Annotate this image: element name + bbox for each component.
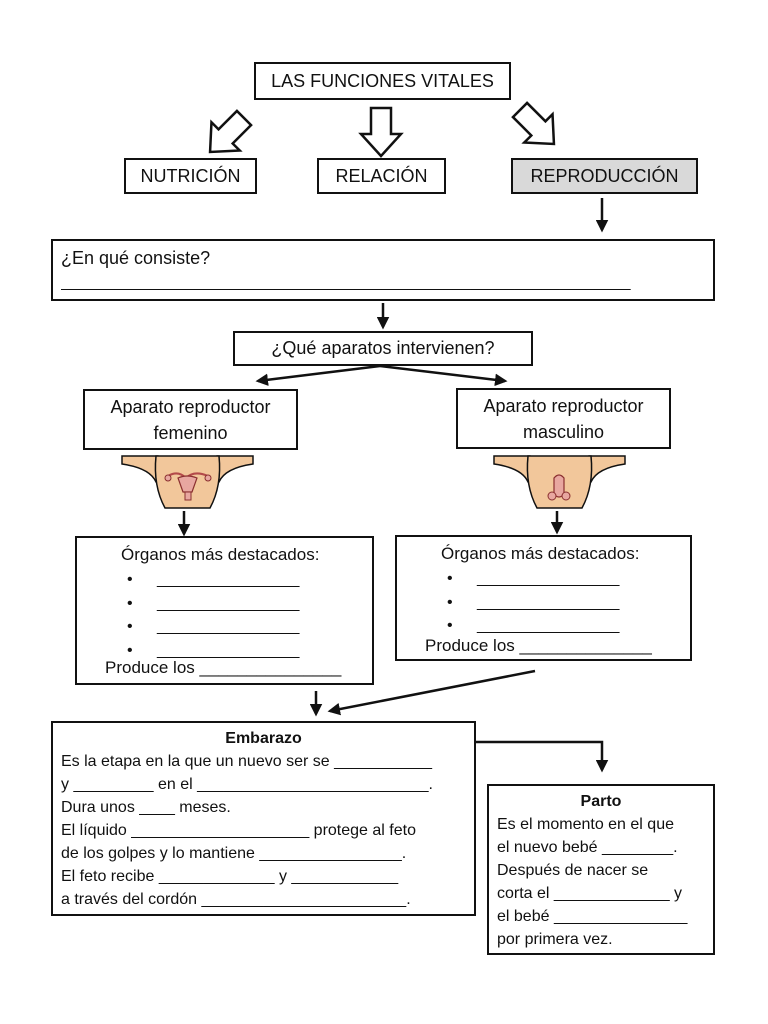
hollow-arrow-left [208,109,253,154]
parto-box: Parto Es el momento en el que el nuevo b… [487,784,715,955]
parto-line: Después de nacer se [497,862,649,879]
femenino-organs-box: Órganos más destacados: ________________… [75,536,374,685]
parto-line: el nuevo bebé ________. [497,839,678,856]
embarazo-line: El líquido ____________________ protege … [61,822,416,839]
function-relacion: RELACIÓN [317,158,446,194]
masculino-organs-list: ________________ ________________ ______… [447,567,619,638]
embarazo-text: Es la etapa en la que un nuevo ser se __… [61,750,433,911]
female-reproductive-system-icon [121,455,254,509]
aparato-femenino-box: Aparato reproductor femenino [83,389,298,450]
femenino-produce: Produce los _______________ [105,658,342,677]
aparato-masculino-box: Aparato reproductor masculino [456,388,671,449]
femenino-organ-blank: ________________ [127,639,299,663]
aparato-masculino-line2: masculino [522,421,605,442]
femenino-organ-blank: ________________ [127,568,299,592]
aparatos-question-box: ¿Qué aparatos intervienen? [233,331,533,366]
embarazo-line: Es la etapa en la que un nuevo ser se __… [61,753,432,770]
masculino-organ-blank: ________________ [447,567,619,591]
aparato-femenino-line2: femenino [153,422,228,443]
embarazo-line: El feto recibe _____________ y _________… [61,868,399,885]
embarazo-box: Embarazo Es la etapa en la que un nuevo … [51,721,476,916]
hollow-arrow-right [511,101,556,146]
embarazo-line: a través del cordón ____________________… [61,891,411,908]
femenino-organs-title: Órganos más destacados: [121,545,320,564]
embarazo-title: Embarazo [225,730,302,747]
consiste-blank: ________________________________________… [61,274,631,291]
embarazo-line: de los golpes y lo mantiene ____________… [61,845,407,862]
function-nutricion-label: NUTRICIÓN [140,165,241,186]
parto-line: el bebé _______________ [497,908,688,925]
aparatos-question-text: ¿Qué aparatos intervienen? [271,338,495,358]
function-nutricion: NUTRICIÓN [124,158,257,194]
parto-title: Parto [580,793,622,810]
parto-line: corta el _____________ y [497,885,683,902]
diagram-title-text: LAS FUNCIONES VITALES [271,70,494,91]
masculino-produce: Produce los ______________ [425,636,652,655]
femenino-organ-blank: ________________ [127,592,299,616]
aparato-femenino-line1: Aparato reproductor [110,396,271,417]
masculino-organs-title: Órganos más destacados: [441,544,640,563]
embarazo-line: y _________ en el ______________________… [61,776,433,793]
arrow-aparatos-to-masculino [379,364,508,387]
diagram-title: LAS FUNCIONES VITALES [254,62,511,100]
masculino-organ-blank: ________________ [447,591,619,615]
function-reproduccion-label: REPRODUCCIÓN [530,165,679,186]
consiste-box: ¿En qué consiste? ______________________… [51,239,715,301]
arrow-masculino-organs-to-embarazo [327,669,536,716]
femenino-organs-list: ________________ ________________ ______… [127,568,299,662]
consiste-question: ¿En qué consiste? [61,248,211,268]
arrow-aparatos-to-femenino [255,364,381,386]
embarazo-line: Dura unos ____ meses. [61,799,231,816]
hollow-arrow-down [358,106,404,158]
parto-text: Es el momento en el que el nuevo bebé __… [497,813,687,951]
aparato-masculino-line1: Aparato reproductor [483,395,644,416]
parto-line: Es el momento en el que [497,816,674,833]
femenino-organ-blank: ________________ [127,615,299,639]
parto-line: por primera vez. [497,931,613,948]
arrow-embarazo-to-parto [474,740,609,773]
masculino-organs-box: Órganos más destacados: ________________… [395,535,692,661]
function-reproduccion: REPRODUCCIÓN [511,158,698,194]
function-relacion-label: RELACIÓN [335,165,428,186]
masculino-organ-blank: ________________ [447,614,619,638]
male-reproductive-system-icon [493,455,626,509]
